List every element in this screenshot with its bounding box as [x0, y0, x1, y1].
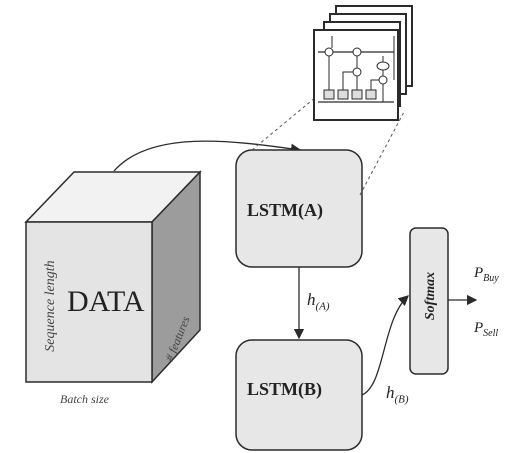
lstm-b-label: LSTM(B) — [247, 379, 323, 399]
lstm-cell-stack — [313, 5, 413, 121]
gate-tanh — [351, 89, 363, 100]
cell-tanh — [376, 61, 390, 71]
lstm-a-label: LSTM(A) — [247, 200, 323, 220]
data-cube — [24, 170, 202, 384]
zoom-line-left — [251, 91, 323, 151]
data-to-lstm-a-arrow — [113, 140, 302, 172]
p-sell-label: PSell — [474, 320, 499, 339]
hidden-state-a-label: h(A) — [307, 290, 330, 313]
data-label: DATA — [67, 285, 145, 318]
zoom-line-right — [359, 109, 406, 196]
p-buy-label: PBuy — [474, 265, 499, 284]
pointwise-multiply-1 — [324, 47, 334, 57]
batch-size-label: Batch size — [60, 392, 109, 406]
softmax-box — [409, 227, 449, 375]
lstm-b-to-softmax-arrow — [361, 295, 409, 396]
gate-sigma-1 — [323, 89, 335, 100]
gate-sigma-2 — [337, 89, 349, 100]
pointwise-multiply-2 — [352, 67, 362, 77]
hidden-state-b-label: h(B) — [386, 383, 409, 406]
softmax-label: Softmax — [423, 271, 438, 321]
sequence-length-label: Sequence length — [43, 260, 58, 352]
pointwise-add — [352, 47, 362, 57]
pointwise-multiply-3 — [378, 75, 388, 85]
cube-front-face — [25, 221, 153, 383]
gate-sigma-3 — [365, 89, 377, 100]
